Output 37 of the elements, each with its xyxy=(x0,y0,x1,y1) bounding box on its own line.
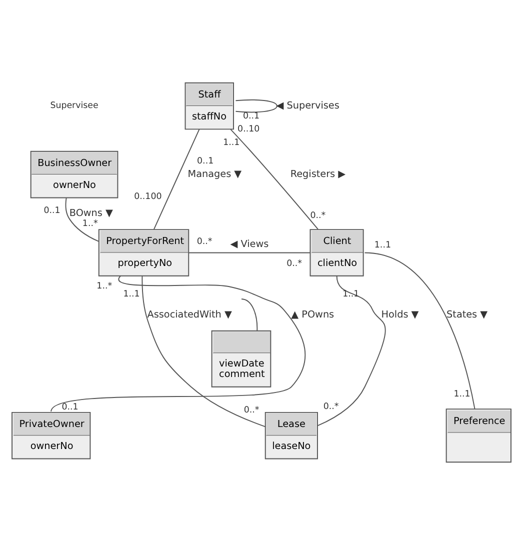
label: 0..* xyxy=(244,405,260,416)
edge-label: Holds ▼ xyxy=(381,308,419,320)
connector xyxy=(50,274,306,412)
connector xyxy=(142,275,266,427)
label: 0..* xyxy=(310,210,326,220)
label: 1..1 xyxy=(123,289,140,300)
label: 0..1 xyxy=(243,111,260,122)
edge-label: Registers ▶ xyxy=(290,168,346,180)
label: 0..1 xyxy=(62,402,78,412)
connector xyxy=(364,252,476,409)
label: 1..* xyxy=(82,218,98,229)
connector xyxy=(241,298,258,331)
edge-label: Manages ▼ xyxy=(188,168,242,180)
label: 0..100 xyxy=(134,192,162,202)
label: 0..1 xyxy=(44,206,60,216)
connector xyxy=(188,252,311,253)
edge-label: AssociatedWith ▼ xyxy=(147,308,232,320)
label: 1..* xyxy=(96,280,112,291)
connector xyxy=(230,128,318,230)
edge-label: BOwns ▼ xyxy=(69,208,113,219)
connector xyxy=(65,197,99,242)
label: 1..1 xyxy=(454,389,470,400)
edge-label: States ▼ xyxy=(446,308,488,320)
label: 0..* xyxy=(323,402,339,412)
label: 1..1 xyxy=(223,138,240,148)
edge-label: ◀ Supervises xyxy=(276,100,340,111)
connector xyxy=(154,128,200,230)
label: Supervisee xyxy=(50,100,98,111)
label: 0..1 xyxy=(197,156,214,166)
connector xyxy=(235,98,278,112)
label: 0..* xyxy=(196,236,212,246)
connector xyxy=(317,274,386,426)
label: 0..* xyxy=(286,258,302,268)
edge-label: ▲ POwns xyxy=(291,308,334,320)
edge-label: ◀ Views xyxy=(230,238,269,250)
label: 1..1 xyxy=(374,240,391,250)
label: 0..10 xyxy=(238,124,260,134)
